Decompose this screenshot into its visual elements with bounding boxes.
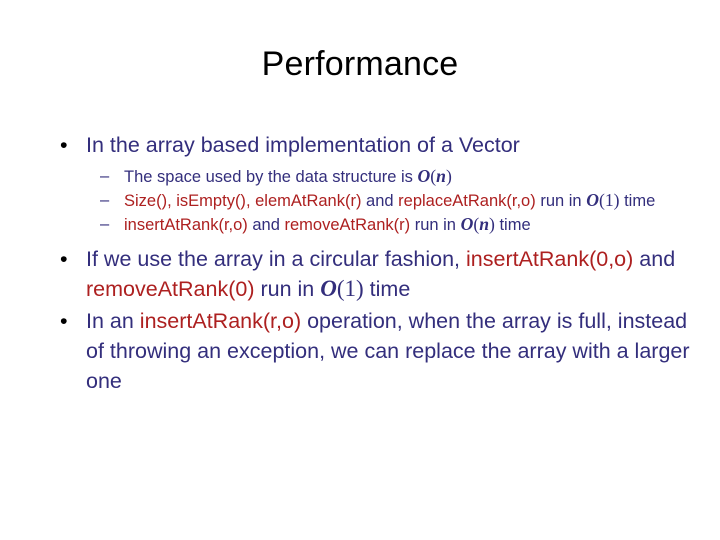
code-identifier: insertAtRank(r,o) bbox=[139, 309, 302, 333]
bullet-level2: – The space used by the data structure i… bbox=[48, 165, 696, 189]
text-separator: , bbox=[245, 192, 256, 210]
big-o-notation: O(1) bbox=[320, 276, 363, 301]
code-identifier: isEmpty() bbox=[176, 192, 246, 210]
code-identifier: removeAtRank(r) bbox=[284, 216, 411, 234]
conjunction-text: and bbox=[361, 192, 399, 210]
code-identifier: insertAtRank(r,o) bbox=[124, 216, 248, 234]
big-o-argument: 1 bbox=[344, 276, 357, 301]
paren-open: ( bbox=[430, 166, 437, 186]
bullet-marker-icon: • bbox=[60, 133, 68, 157]
sub-bullet-group: – The space used by the data structure i… bbox=[48, 165, 696, 237]
time-text: time bbox=[619, 192, 656, 210]
big-o-notation: O(n) bbox=[461, 214, 495, 234]
bullet-text: In an bbox=[86, 309, 140, 333]
time-text: time bbox=[494, 216, 531, 234]
dash-marker-icon: – bbox=[100, 215, 110, 233]
code-identifier: replaceAtRank(r,o) bbox=[398, 192, 536, 210]
big-o-argument: 1 bbox=[604, 190, 614, 210]
bullet-text: In the array based implementation of a V… bbox=[86, 133, 520, 157]
code-identifier: removeAtRank(0) bbox=[86, 277, 255, 301]
bullet-level2: – Size(), isEmpty(), elemAtRank(r) and r… bbox=[48, 189, 696, 213]
conjunction-text: and bbox=[633, 247, 676, 271]
page-title: Performance bbox=[261, 45, 459, 83]
big-o-notation: O(n) bbox=[418, 166, 452, 186]
code-identifier: Size() bbox=[124, 192, 168, 210]
bullet-level2: – insertAtRank(r,o) and removeAtRank(r) … bbox=[48, 213, 696, 237]
paren-open: ( bbox=[473, 214, 480, 234]
run-in-text: run in bbox=[535, 192, 587, 210]
big-o-argument: n bbox=[479, 214, 490, 234]
bullet-level1: • In the array based implementation of a… bbox=[48, 130, 696, 160]
code-identifier: elemAtRank(r) bbox=[255, 192, 362, 210]
bullet-text: If we use the array in a circular fashio… bbox=[86, 247, 467, 271]
big-o-symbol: O bbox=[320, 276, 337, 301]
big-o-symbol: O bbox=[417, 166, 431, 186]
paren-open: ( bbox=[336, 276, 345, 301]
big-o-symbol: O bbox=[460, 214, 474, 234]
big-o-notation: O(1) bbox=[586, 190, 619, 210]
bullet-level1: • If we use the array in a circular fash… bbox=[48, 244, 696, 304]
paren-open: ( bbox=[598, 190, 605, 210]
paren-close: ) bbox=[356, 276, 364, 301]
run-in-text: run in bbox=[410, 216, 461, 234]
dash-marker-icon: – bbox=[100, 167, 110, 185]
dash-marker-icon: – bbox=[100, 191, 110, 209]
time-text: time bbox=[363, 277, 411, 301]
sub-bullet-text: The space used by the data structure is bbox=[124, 168, 418, 186]
code-identifier: insertAtRank(0,o) bbox=[466, 247, 634, 271]
bullet-marker-icon: • bbox=[60, 309, 68, 333]
conjunction-text: and bbox=[247, 216, 285, 234]
bullet-level1: • In an insertAtRank(r,o) operation, whe… bbox=[48, 306, 696, 396]
paren-close: ) bbox=[489, 214, 495, 234]
slide-body: • In the array based implementation of a… bbox=[48, 130, 696, 398]
bullet-text-tail: operation, when the array is full, inste… bbox=[86, 309, 690, 393]
big-o-argument: n bbox=[436, 166, 446, 186]
run-in-text: run in bbox=[254, 277, 321, 301]
paren-close: ) bbox=[445, 166, 452, 186]
bullet-marker-icon: • bbox=[60, 247, 68, 271]
big-o-symbol: O bbox=[586, 190, 599, 210]
paren-close: ) bbox=[613, 190, 620, 210]
text-separator: , bbox=[167, 192, 177, 210]
